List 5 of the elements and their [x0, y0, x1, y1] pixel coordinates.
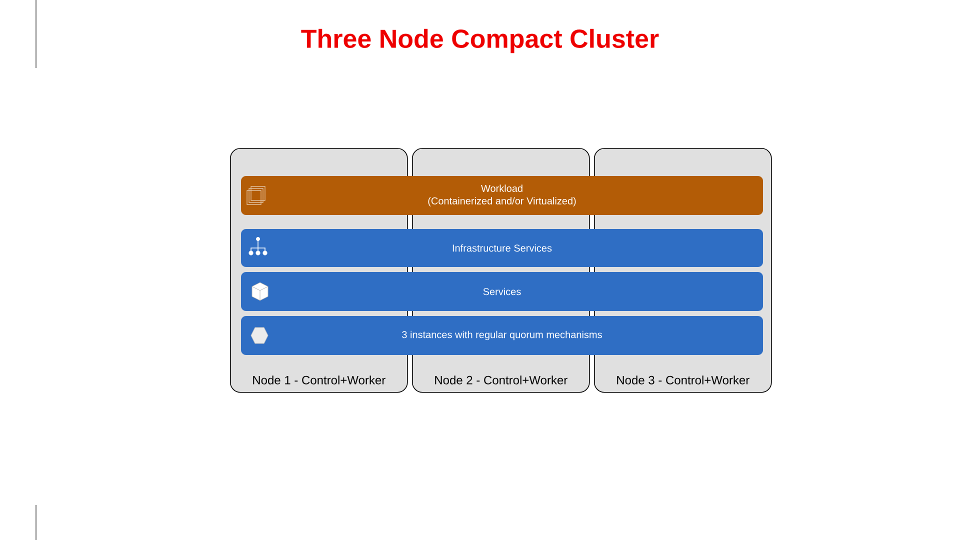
layer-band: Workload (Containerized and/or Virtualized) [241, 176, 763, 215]
layer-band: Services [241, 272, 763, 311]
layer-band: Infrastructure Services [241, 229, 763, 267]
title: Three Node Compact Cluster [301, 28, 659, 54]
layer-band: 3 instances with regular quorum mechanisms [241, 316, 763, 355]
